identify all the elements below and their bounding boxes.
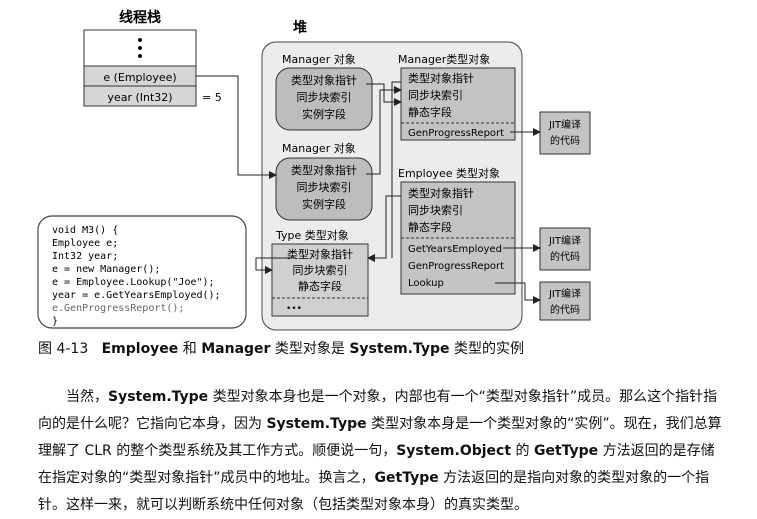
jit-label: JIT编译 bbox=[548, 287, 581, 300]
code-line: } bbox=[52, 316, 58, 327]
heap-title: 堆 bbox=[293, 19, 307, 36]
jit-label: JIT编译 bbox=[548, 234, 581, 247]
manager-type-object-field: 静态字段 bbox=[408, 105, 452, 119]
jit-label: 的代码 bbox=[550, 250, 580, 263]
employee-type-method: GenProgressReport bbox=[408, 261, 504, 272]
figure-number: 图 4-13 bbox=[38, 341, 89, 357]
paragraph-run: System.Type bbox=[108, 389, 209, 405]
jit-label: 的代码 bbox=[550, 134, 580, 147]
type-object-title: Type 类型对象 bbox=[275, 228, 349, 242]
paragraph-run: System.Object bbox=[396, 443, 512, 459]
caption-text: 类型对象是 bbox=[270, 341, 350, 357]
heap: 堆 Manager 对象 类型对象指针 同步块索引 实例字段 Manager 对… bbox=[261, 19, 523, 331]
stack-cell-year bbox=[83, 85, 197, 107]
jit-label: 的代码 bbox=[550, 303, 580, 316]
manager-object-2-title: Manager 对象 bbox=[282, 141, 356, 155]
manager-type-object bbox=[400, 67, 516, 141]
stack-dot bbox=[138, 38, 142, 42]
employee-type-object-field: 同步块索引 bbox=[408, 203, 463, 217]
arrow-manager2-to-type bbox=[366, 86, 402, 175]
paragraph-run: 的 bbox=[511, 443, 534, 459]
manager-type-object-field: 类型对象指针 bbox=[408, 71, 474, 85]
jit-box bbox=[539, 227, 591, 271]
paragraph-run: 当然， bbox=[66, 389, 108, 405]
paragraph-run: 类型对象本身是一个类型对象的“实例”。现在，我们总算理解了 CLR 的整个类型系… bbox=[38, 416, 722, 459]
jit-label: JIT编译 bbox=[548, 118, 581, 131]
manager-type-object-title: Manager类型对象 bbox=[398, 52, 490, 66]
manager-type-object-field: 同步块索引 bbox=[408, 88, 463, 102]
figure-caption: 图 4-13 Employee 和 Manager 类型对象是 System.T… bbox=[38, 338, 524, 358]
employee-type-method: Lookup bbox=[408, 278, 444, 289]
arrow-stack-to-manager bbox=[196, 75, 277, 179]
code-line: e = new Manager(); bbox=[52, 264, 160, 275]
code-line: e = Employee.Lookup("Joe"); bbox=[52, 277, 215, 288]
arrow-method-to-jit-3 bbox=[495, 282, 541, 304]
code-line: year = e.GetYearsEmployed(); bbox=[52, 290, 221, 301]
type-object-field: 类型对象指针 bbox=[287, 247, 353, 261]
manager-object-1-field: 同步块索引 bbox=[297, 90, 352, 104]
jit-box bbox=[539, 111, 591, 155]
arrow-employee-type-to-type bbox=[367, 195, 401, 262]
type-object-field: 同步块索引 bbox=[293, 263, 348, 277]
paragraph-run: GetType bbox=[533, 443, 599, 459]
employee-type-method: GetYearsEmployed bbox=[408, 244, 502, 255]
caption-text: 类型的实例 bbox=[449, 341, 524, 357]
pointer-arrows bbox=[196, 75, 541, 304]
paragraph-run: 类型对象本身也是一个对象，内部也有一个“类型对象指针”成员。那么这个指针指向的是… bbox=[38, 389, 718, 432]
code-line: e.GenProgressReport(); bbox=[52, 303, 184, 314]
manager-object-2-field: 类型对象指针 bbox=[291, 163, 357, 177]
type-object bbox=[271, 243, 369, 317]
paragraph-run: System.Type bbox=[266, 416, 367, 432]
stack-cell-year-label: year (Int32) bbox=[107, 91, 172, 104]
stack-cell-employee-label: e (Employee) bbox=[103, 71, 176, 84]
manager-object-1-field: 实例字段 bbox=[302, 107, 346, 121]
manager-object-1 bbox=[275, 67, 373, 131]
manager-object-2-field: 实例字段 bbox=[302, 197, 346, 211]
thread-stack: 线程栈 e (Employee) year (Int32) = 5 bbox=[83, 9, 222, 107]
code-line: Employee e; bbox=[52, 238, 118, 249]
arrow-manager-type-to-type bbox=[391, 81, 401, 258]
caption-text: Employee bbox=[101, 341, 179, 357]
paragraph-run: GetType bbox=[374, 470, 439, 486]
stack-title: 线程栈 bbox=[119, 9, 161, 26]
employee-type-object-title: Employee 类型对象 bbox=[398, 166, 500, 180]
caption-text: 和 bbox=[178, 341, 202, 357]
code-block: void M3() { Employee e; Int32 year; e = … bbox=[37, 215, 247, 329]
code-box bbox=[37, 215, 247, 329]
employee-type-object-field: 类型对象指针 bbox=[408, 186, 474, 200]
employee-type-object-field: 静态字段 bbox=[408, 220, 452, 234]
code-line: Int32 year; bbox=[52, 251, 118, 262]
stack-dot bbox=[138, 54, 142, 58]
arrow-type-self bbox=[255, 257, 296, 274]
stack-dot bbox=[138, 46, 142, 50]
caption-text: System.Type bbox=[349, 341, 450, 357]
manager-object-1-title: Manager 对象 bbox=[282, 52, 356, 66]
paragraph-run: 方法返回的是指向对象的类型对象的一个指针。这样一来，就可以判断系统中任何对象（包… bbox=[38, 470, 710, 513]
type-object-diagram: 线程栈 e (Employee) year (Int32) = 5 堆 Mana… bbox=[37, 9, 591, 331]
code-line: void M3() { bbox=[52, 225, 118, 236]
jit-boxes: JIT编译 的代码 JIT编译 的代码 JIT编译 的代码 bbox=[539, 111, 591, 321]
manager-type-method: GenProgressReport bbox=[408, 128, 504, 139]
type-object-field: 静态字段 bbox=[298, 279, 342, 293]
manager-object-2-field: 同步块索引 bbox=[297, 180, 352, 194]
body-paragraph: 当然，System.Type 类型对象本身也是一个对象，内部也有一个“类型对象指… bbox=[38, 384, 724, 519]
manager-object-1-field: 类型对象指针 bbox=[291, 73, 357, 87]
type-object-ellipsis: ••• bbox=[286, 304, 302, 314]
year-value: = 5 bbox=[202, 91, 222, 104]
paragraph-run: 方法返回的是存储在指定对象的“类型对象指针”成员中的地址。换言之， bbox=[38, 443, 715, 486]
caption-text: Manager bbox=[201, 341, 271, 357]
manager-object-2 bbox=[275, 157, 373, 221]
